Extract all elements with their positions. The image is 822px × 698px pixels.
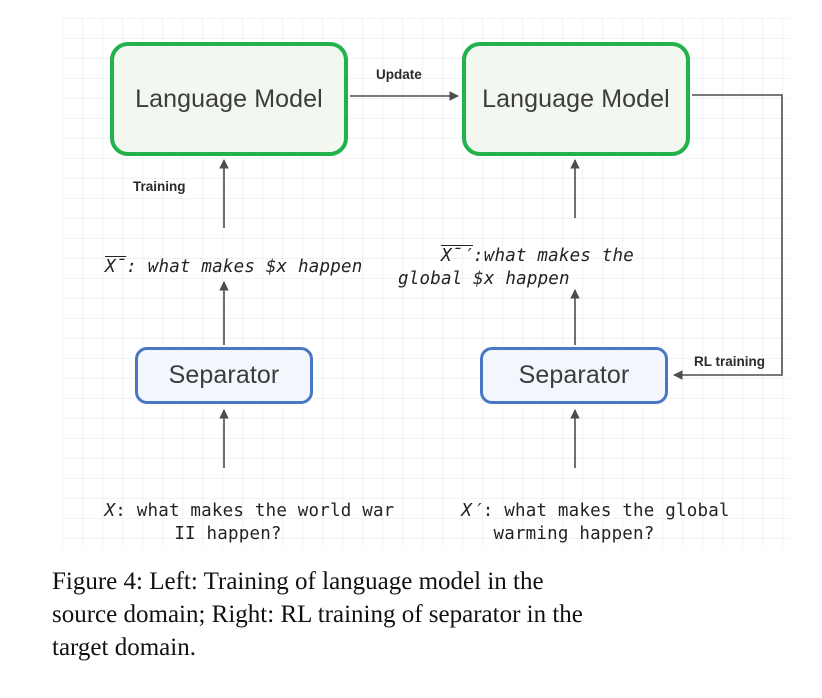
edge-label-training: Training (133, 179, 186, 194)
text-body-x-source: what makes the world war II happen? (136, 500, 406, 544)
symbol-separator-xbar-source: : (126, 256, 148, 277)
node-label-separator-source: Separator (168, 361, 280, 389)
figure-caption: Figure 4: Left: Training of language mod… (52, 565, 764, 664)
node-separator-source[interactable]: Separator (135, 347, 313, 404)
symbol-separator-x-target: : (482, 500, 505, 521)
caption-line-2: source domain; Right: RL training of sep… (52, 601, 583, 628)
text-xbar-source: X̄: what makes $x happen (62, 233, 392, 301)
node-label-separator-target: Separator (518, 361, 630, 389)
text-body-xbar-source: what makes $x happen (147, 256, 363, 277)
symbol-separator-x-source: : (115, 500, 137, 521)
text-x-target: X′: what makes the global warming happen… (404, 477, 744, 568)
symbol-separator-xbar-target: : (472, 245, 484, 266)
arrow-rl-feedback-loop (673, 94, 783, 380)
node-separator-target[interactable]: Separator (480, 347, 668, 404)
node-language-model-source[interactable]: Language Model (110, 42, 348, 156)
text-body-x-target: what makes the global warming happen? (493, 500, 741, 544)
text-xbar-target: X̄′:what makes the global $x happen (398, 222, 698, 313)
node-label-language-model-source: Language Model (135, 84, 323, 113)
symbol-x-target: X′ (461, 500, 483, 521)
caption-line-3: target domain. (52, 634, 196, 661)
text-x-source: X: what makes the world war II happen? (58, 477, 398, 568)
caption-line-1: Figure 4: Left: Training of language mod… (52, 568, 544, 595)
edge-label-update: Update (376, 67, 422, 82)
text-body-xbar-target: what makes the global $x happen (398, 245, 645, 289)
edge-label-rl-training: RL training (694, 354, 766, 369)
symbol-xbar-target: X̄′ (440, 245, 473, 266)
symbol-xbar-source: X̄ (104, 256, 127, 277)
node-label-language-model-target: Language Model (482, 84, 670, 113)
symbol-x-source: X (104, 500, 116, 521)
node-language-model-target[interactable]: Language Model (462, 42, 690, 156)
